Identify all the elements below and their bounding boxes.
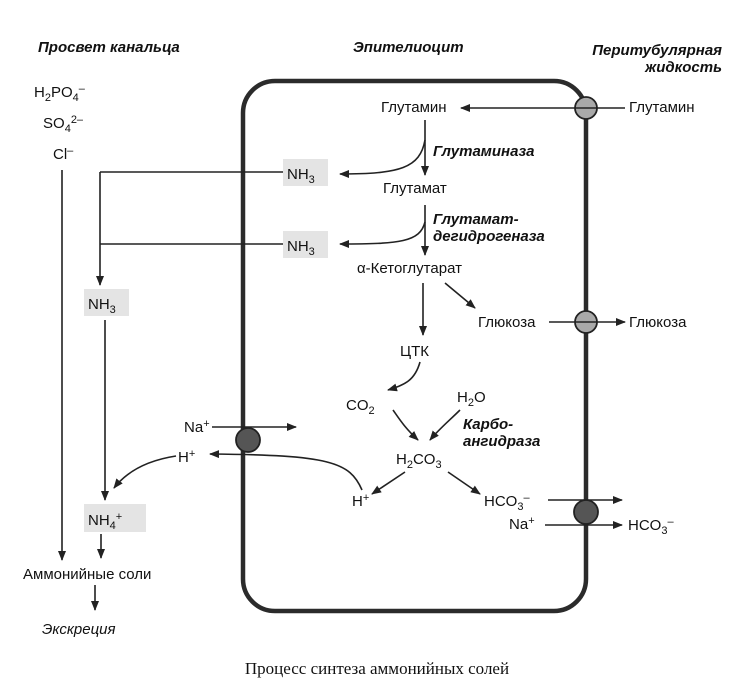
nh3-release-arrow-1 [339, 139, 426, 178]
h2co3-to-hco3-arrow [447, 471, 481, 495]
h-to-nh4-arrow [113, 455, 177, 489]
header-lumen: Просвет канальца [38, 39, 180, 56]
hco3-cell-label: HCO3– [484, 492, 530, 513]
tca-label: ЦТК [400, 343, 429, 360]
ion-h2po4: H2PO4– [34, 83, 86, 104]
na-apical-label: Na+ [184, 418, 210, 436]
nh3-lumen-box [84, 289, 129, 316]
ion-cl: Cl– [53, 145, 74, 163]
nh3-cell-box-1 [283, 159, 328, 186]
na-hco3-cotransporter [573, 499, 599, 525]
nh3-lumen-label: NH3 [88, 296, 116, 316]
glucose-in-label: Глюкоза [478, 314, 536, 331]
cell-membrane [240, 78, 589, 614]
h2co3-to-h-arrow [371, 471, 406, 495]
gdh-label-1: Глутамат- [433, 211, 519, 228]
na-h-exchanger [235, 427, 261, 453]
nh3-cell-box-2 [283, 231, 328, 258]
ketoglutarate-to-glucose-arrow [444, 282, 476, 309]
header-peritubular-2: жидкость [644, 59, 722, 76]
h-lumen-label: H+ [178, 448, 195, 466]
ca-label-1: Карбо- [463, 416, 513, 433]
excretion-label: Экскреция [42, 621, 116, 638]
nh3-cell-label-1: NH3 [287, 166, 315, 186]
glutamine-out-label: Глутамин [629, 99, 695, 116]
na-baso-label: Na+ [509, 515, 535, 533]
h-secretion-arrow [209, 450, 363, 491]
ketoglutarate-label: α-Кетоглутарат [357, 260, 462, 277]
h2o-label: H2O [457, 389, 486, 409]
ca-label-2: ангидраза [463, 433, 540, 450]
hco3-out-label: HCO3– [628, 516, 674, 537]
ion-so4: SO42– [43, 114, 84, 135]
ammonium-salts-label: Аммонийные соли [23, 566, 151, 583]
header-epithelium: Эпителиоцит [353, 39, 464, 56]
glutamate-label: Глутамат [383, 180, 447, 197]
header-peritubular-1: Перитубулярная [592, 42, 722, 59]
co2-label: CO2 [346, 397, 375, 417]
glucose-out-label: Глюкоза [629, 314, 687, 331]
co2-to-h2co3-arrow [392, 409, 419, 441]
nh3-release-arrow-2 [339, 221, 426, 248]
glutamine-in-label: Глутамин [381, 99, 447, 116]
nh4-lumen-box [84, 504, 146, 532]
tca-to-co2-arrow [387, 361, 421, 392]
figure-caption: Процесс синтеза аммонийных солей [245, 659, 509, 678]
h2co3-label: H2CO3 [396, 451, 442, 471]
h-cell-label: H+ [352, 492, 369, 510]
h2o-to-h2co3-arrow [429, 409, 461, 441]
nh3-cell-label-2: NH3 [287, 238, 315, 258]
gdh-label-2: дегидрогеназа [433, 228, 545, 245]
glutaminase-label: Глутаминаза [433, 143, 534, 160]
